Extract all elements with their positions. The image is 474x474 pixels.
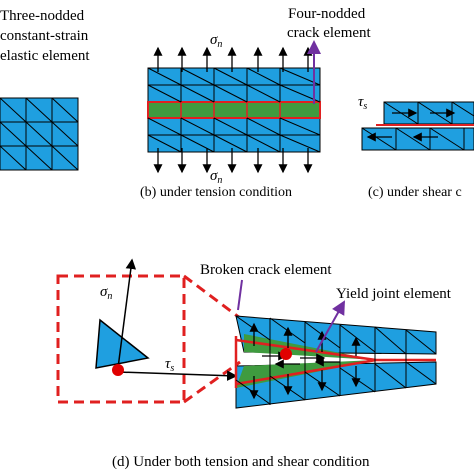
mesh-d-node <box>280 348 292 360</box>
inset-sigma-arrow <box>117 258 137 369</box>
tension-arrows-bottom <box>153 148 313 174</box>
shear-arrows <box>366 108 456 142</box>
yield-joint-pointer <box>315 300 345 353</box>
broken-crack-label: Broken crack element <box>200 262 332 278</box>
inset-node <box>112 364 124 376</box>
tension-arrows-top <box>153 46 313 72</box>
mesh-b <box>147 67 321 153</box>
inset-tau-arrow <box>117 370 238 381</box>
inset-triangle <box>95 318 150 369</box>
element-label-line1: Three-nodded <box>0 8 85 24</box>
inset-dashed-box <box>56 274 186 404</box>
crack-label-line2: crack element <box>287 25 372 41</box>
tau-c-label: τs <box>358 94 367 112</box>
sigma-top-label: σn <box>210 32 222 50</box>
crack-label-line1: Four-nodded <box>288 6 366 22</box>
crack-element-strip <box>147 101 321 119</box>
mesh-a <box>0 97 79 171</box>
mesh-d <box>234 315 437 409</box>
element-label-line2: constant-strain <box>0 28 89 44</box>
caption-d: (d) Under both tension and shear conditi… <box>112 454 370 470</box>
sigma-inset-label: σn <box>100 284 112 302</box>
tau-inset-label: τs <box>165 356 174 374</box>
caption-c: (c) under shear c <box>368 185 462 200</box>
element-label-line3: elastic element <box>0 48 90 64</box>
caption-b: (b) under tension condition <box>140 185 292 200</box>
zoom-line-top <box>183 274 241 320</box>
yield-joint-label: Yield joint element <box>336 286 452 302</box>
broken-crack-pointer <box>237 279 243 311</box>
mesh-c <box>361 101 474 151</box>
sigma-bottom-label: σn <box>210 168 222 186</box>
zoom-line-bottom <box>183 360 241 404</box>
